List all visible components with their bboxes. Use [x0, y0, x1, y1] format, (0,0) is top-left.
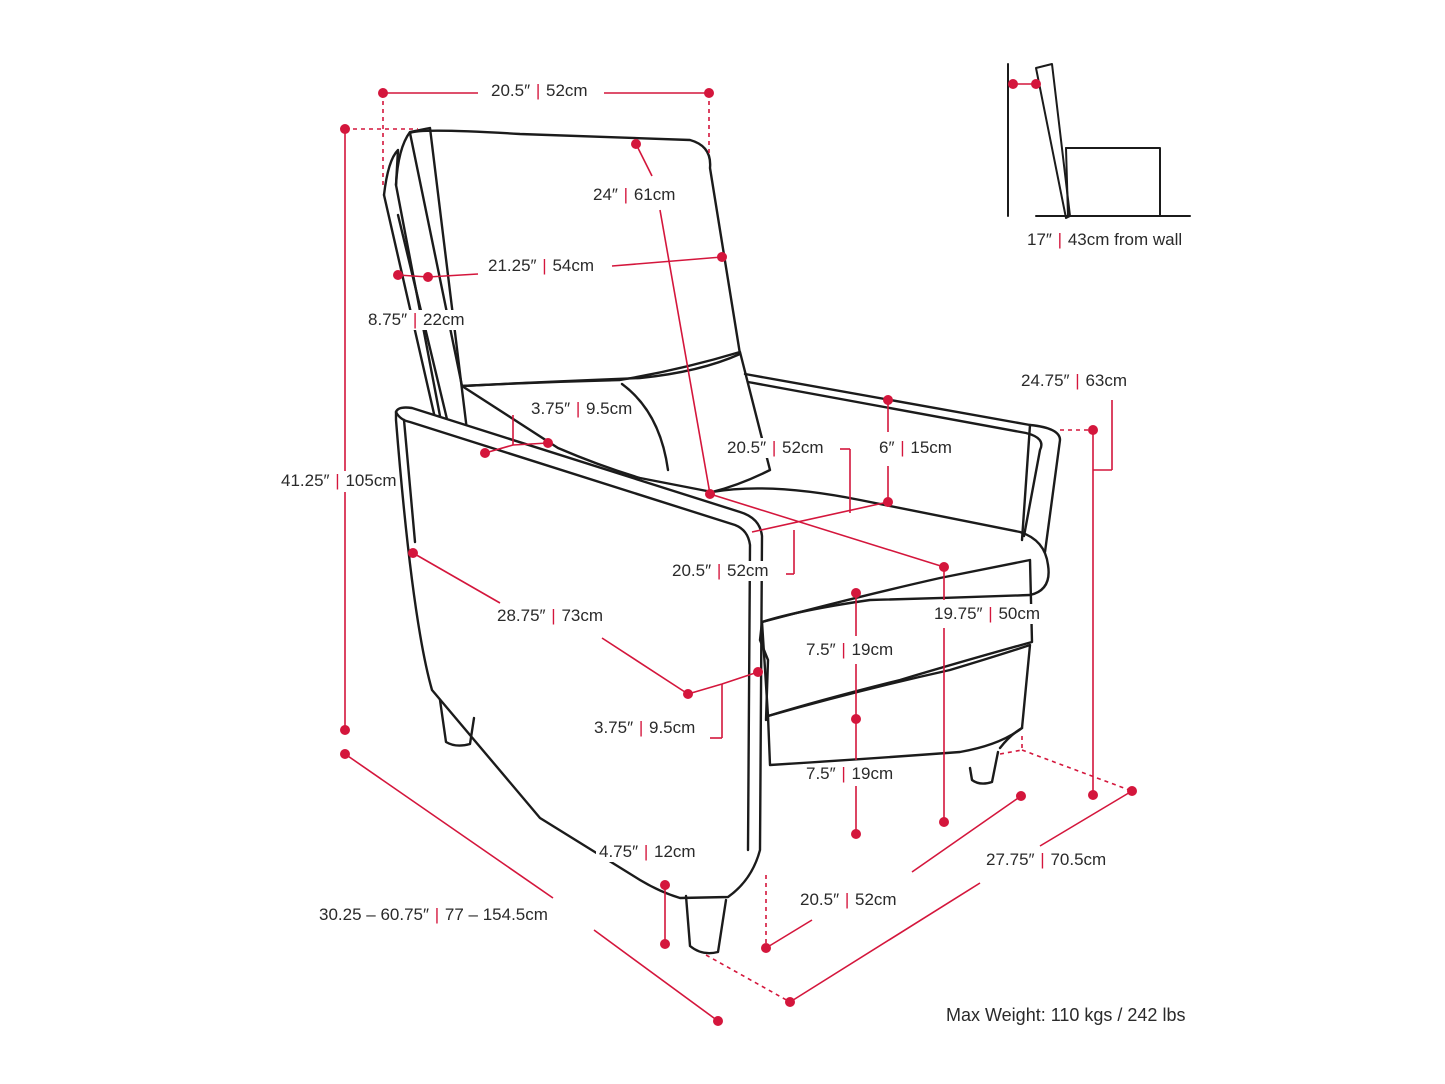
chair-outline: [382, 126, 1062, 955]
label-footrest-upper: 7.5″ | 19cm: [803, 640, 897, 660]
label-seat-width: 20.5″ | 52cm: [669, 561, 772, 581]
wall-clearance-inset: [1007, 63, 1191, 219]
label-seat-height: 19.75″ | 50cm: [931, 604, 1044, 624]
label-leg-height: 4.75″ | 12cm: [596, 842, 699, 862]
leg-left-rear: [438, 698, 476, 747]
max-weight-note: Max Weight: 110 kgs / 242 lbs: [946, 1005, 1186, 1025]
label-arm-width: 3.75″ | 9.5cm: [528, 399, 636, 419]
label-top-width: 20.5″ | 52cm: [488, 81, 591, 101]
label-back-height: 24″ | 61cm: [590, 185, 679, 205]
label-overall-width: 27.75″ | 70.5cm: [983, 850, 1110, 870]
label-depth-range: 30.25 – 60.75″ | 77 – 154.5cm: [316, 905, 551, 925]
label-wall-clearance: 17″ | 43cm from wall: [1024, 230, 1186, 250]
label-cushion-height: 6″ | 15cm: [876, 438, 955, 458]
label-arm-height: 24.75″ | 63cm: [1018, 371, 1131, 391]
lumbar-cushion: [460, 350, 772, 494]
label-front-width: 20.5″ | 52cm: [797, 890, 900, 910]
leg-right: [968, 750, 1000, 785]
label-arm-length: 28.75″ | 73cm: [494, 606, 607, 626]
label-back-width: 21.25″ | 54cm: [485, 256, 598, 276]
label-back-thickness: 8.75″ | 22cm: [365, 310, 468, 330]
label-arm-front-width: 3.75″ | 9.5cm: [591, 718, 699, 738]
leg-left-front: [684, 894, 728, 955]
dimension-lines: [340, 79, 1137, 1026]
label-total-height: 41.25″ | 105cm: [278, 471, 400, 491]
label-footrest-lower: 7.5″ | 19cm: [803, 764, 897, 784]
footrest-upper: [760, 558, 1034, 718]
left-armrest: [394, 406, 764, 900]
seat-cushion: [710, 487, 1050, 624]
footrest-lower: [766, 643, 1032, 767]
label-seat-depth: 20.5″ | 52cm: [724, 438, 827, 458]
right-armrest-top: [743, 372, 1062, 554]
